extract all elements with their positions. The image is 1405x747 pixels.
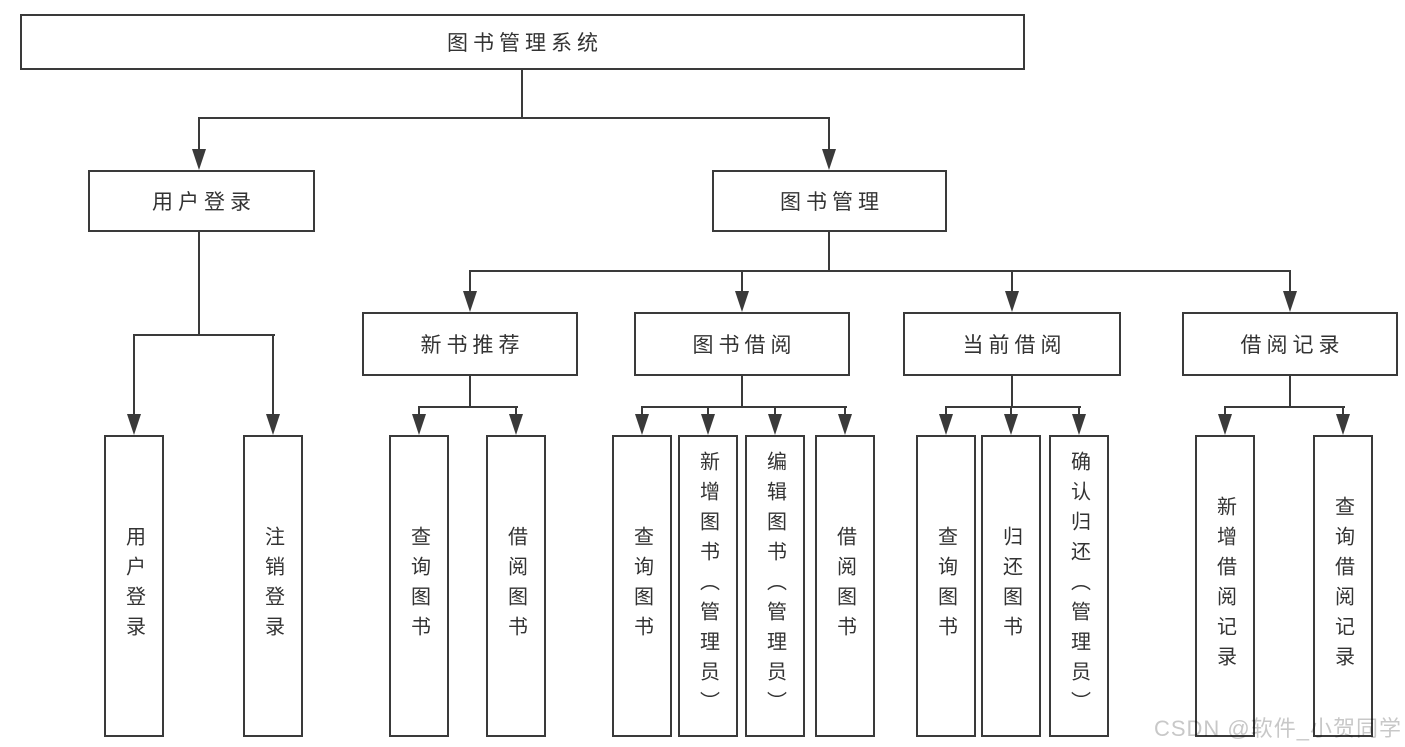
node-book-management: 图书管理 [712, 170, 947, 232]
connector-drop-current-borrow [1011, 270, 1013, 295]
arrow-down-icon [635, 414, 649, 435]
leaf-return-books: 归还图书 [981, 435, 1041, 737]
leaf-query-books-3: 查询图书 [916, 435, 976, 737]
arrow-down-icon [1218, 414, 1232, 435]
leaf-user-login: 用户登录 [104, 435, 164, 737]
node-root: 图书管理系统 [20, 14, 1025, 70]
connector-drop-leaf [1078, 406, 1080, 418]
arrow-down-icon [838, 414, 852, 435]
node-book-borrow: 图书借阅 [634, 312, 850, 376]
arrow-down-icon [768, 414, 782, 435]
leaf-confirm-return-admin: 确认归还（管理员） [1049, 435, 1109, 737]
connector-user-login-stub [198, 232, 200, 336]
arrow-down-icon [822, 149, 836, 170]
connector-level3-rail [469, 270, 1291, 272]
arrow-down-icon [266, 414, 280, 435]
arrow-down-icon [509, 414, 523, 435]
connector-drop-logout-leaf [272, 334, 274, 416]
connector-drop-leaf [1010, 406, 1012, 418]
csdn-watermark: CSDN @软件_小贺同学 [1153, 716, 1402, 741]
leaf-query-books-2: 查询图书 [612, 435, 672, 737]
connector-drop-leaf [641, 406, 643, 418]
connector-user-login-rail [133, 334, 275, 336]
arrow-down-icon [735, 291, 749, 312]
connector-book-mgmt-stub [828, 232, 830, 272]
connector-drop-leaf [418, 406, 420, 418]
arrow-down-icon [412, 414, 426, 435]
connector-drop-new-books [469, 270, 471, 295]
connector-current-borrow-rail [945, 406, 1081, 408]
connector-borrow-records-rail [1224, 406, 1345, 408]
leaf-logout: 注销登录 [243, 435, 303, 737]
node-current-borrow: 当前借阅 [903, 312, 1121, 376]
connector-root-stub [521, 68, 523, 119]
arrow-down-icon [1072, 414, 1086, 435]
connector-drop-book-borrow [741, 270, 743, 295]
arrow-down-icon [1336, 414, 1350, 435]
connector-borrow-records-stub [1289, 376, 1291, 408]
connector-level2-rail [198, 117, 830, 119]
leaf-add-books-admin: 新增图书（管理员） [678, 435, 738, 737]
connector-new-books-rail [418, 406, 518, 408]
connector-drop-leaf [945, 406, 947, 418]
connector-book-borrow-rail [641, 406, 847, 408]
connector-current-borrow-stub [1011, 376, 1013, 408]
arrow-down-icon [1283, 291, 1297, 312]
leaf-edit-books-admin: 编辑图书（管理员） [745, 435, 805, 737]
leaf-query-books-1: 查询图书 [389, 435, 449, 737]
arrow-down-icon [1004, 414, 1018, 435]
connector-drop-leaf [844, 406, 846, 418]
connector-drop-user-login [198, 117, 200, 153]
node-borrow-records: 借阅记录 [1182, 312, 1398, 376]
leaf-add-borrow-record: 新增借阅记录 [1195, 435, 1255, 737]
connector-drop-leaf [707, 406, 709, 418]
arrow-down-icon [701, 414, 715, 435]
connector-drop-borrow-records [1289, 270, 1291, 295]
arrow-down-icon [463, 291, 477, 312]
connector-drop-book-mgmt [828, 117, 830, 153]
node-new-book-recommend: 新书推荐 [362, 312, 578, 376]
node-user-login: 用户登录 [88, 170, 315, 232]
connector-drop-leaf [1224, 406, 1226, 418]
connector-drop-login-leaf [133, 334, 135, 416]
connector-book-borrow-stub [741, 376, 743, 408]
arrow-down-icon [1005, 291, 1019, 312]
connector-drop-leaf [515, 406, 517, 418]
arrow-down-icon [939, 414, 953, 435]
leaf-borrow-books-1: 借阅图书 [486, 435, 546, 737]
leaf-borrow-books-2: 借阅图书 [815, 435, 875, 737]
arrow-down-icon [127, 414, 141, 435]
connector-drop-leaf [774, 406, 776, 418]
arrow-down-icon [192, 149, 206, 170]
connector-drop-leaf [1342, 406, 1344, 418]
leaf-query-borrow-record: 查询借阅记录 [1313, 435, 1373, 737]
connector-new-books-stub [469, 376, 471, 408]
